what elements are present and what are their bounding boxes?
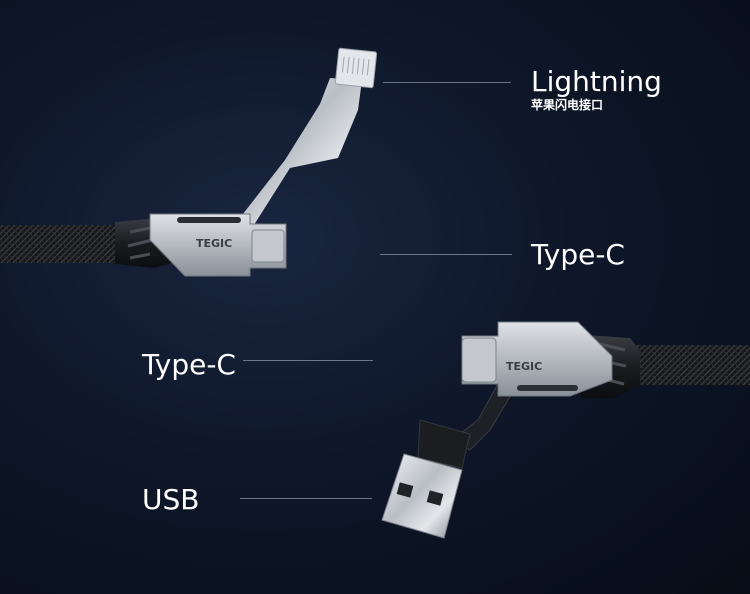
label-usb: USB [142, 483, 200, 516]
label-type-c-top: Type-C [531, 238, 625, 271]
leader-line-usb [240, 498, 372, 499]
leader-line-type-c-bottom [243, 360, 373, 361]
type-c-plug-top [251, 229, 285, 263]
leader-line-type-c-top [380, 254, 512, 255]
brand-mark-bottom: TEGIC [506, 360, 542, 373]
label-type-c-bottom: Type-C [142, 348, 236, 381]
label-lightning: Lightning [531, 65, 662, 98]
usb-housing [417, 419, 471, 469]
leader-line-lightning [383, 82, 511, 83]
label-lightning-chinese: 苹果闪电接口 [531, 98, 604, 112]
brand-mark-top: TEGIC [196, 237, 232, 250]
braided-cable-top [0, 225, 135, 263]
lightning-connector-tip [334, 47, 378, 89]
bottom-connector-assembly: TEGIC [381, 321, 750, 539]
braided-cable-bottom [620, 345, 750, 385]
lightning-arm [232, 78, 362, 228]
type-c-plug-bottom [461, 337, 497, 383]
usb-a-plug [381, 453, 463, 539]
top-connector-assembly: TEGIC [0, 47, 378, 277]
type-c-head-bottom [461, 321, 613, 397]
